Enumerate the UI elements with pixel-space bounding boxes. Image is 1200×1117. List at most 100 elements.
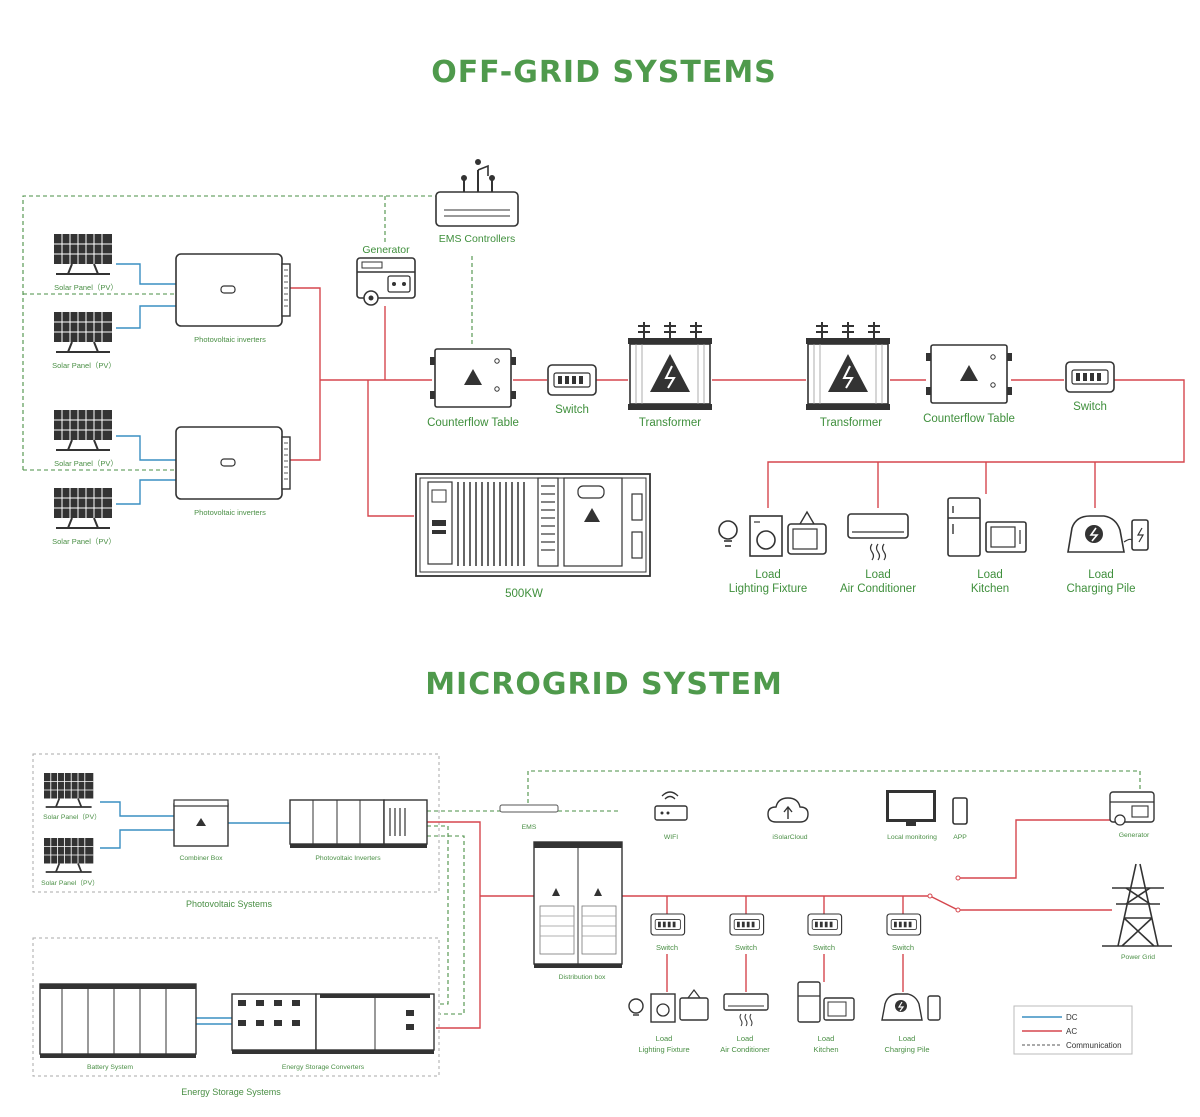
load-line1: Load: [818, 1034, 835, 1043]
micro-combiner-box: Combiner Box: [173, 799, 229, 862]
offgrid-title: OFF-GRID SYSTEMS: [431, 55, 777, 90]
micro-pv-inverters: Photovoltaic Inverters: [289, 799, 428, 862]
offgrid-inverter-1: Photovoltaic inverters: [175, 253, 291, 344]
solar-panel-label: Solar Panel（PV）: [52, 537, 116, 546]
micro-communication-lines: [427, 770, 1141, 1015]
combiner-box-label: Combiner Box: [179, 855, 223, 862]
load-line1: Load: [865, 569, 891, 581]
generator-icon: [356, 257, 416, 306]
wifi-icon: [654, 791, 688, 821]
load-line2: Charging Pile: [884, 1045, 929, 1054]
switch-label: Switch: [656, 943, 678, 952]
micro-distribution-box: Distribution box: [533, 841, 623, 981]
ess-group: [32, 937, 440, 1077]
phone-icon: [952, 797, 968, 825]
generator-label: Generator: [1119, 832, 1150, 839]
offgrid-switch-2: Switch: [1065, 361, 1115, 413]
wifi-label: WIFI: [664, 834, 678, 841]
pv-inverters-label: Photovoltaic Inverters: [315, 855, 381, 862]
ess-label: Energy Storage Systems: [181, 1087, 281, 1097]
offgrid-transformer-2: Transformer: [805, 321, 891, 429]
legend-dc-label: DC: [1066, 1013, 1078, 1022]
inverter-icon: [175, 253, 291, 327]
breaker-node: [927, 893, 933, 899]
app-label: APP: [953, 834, 967, 841]
offgrid-load-air-conditioner: Load Air Conditioner: [840, 513, 916, 595]
switch-icon: [650, 913, 686, 936]
switch-label: Switch: [735, 943, 757, 952]
offgrid-counterflow-table-2: Counterflow Table: [923, 344, 1015, 425]
solar-panel-label: Solar Panel（PV）: [52, 361, 116, 370]
offgrid-switch-1: Switch: [547, 364, 597, 416]
micro-wifi: WIFI: [654, 791, 688, 841]
micro-battery-system: Battery System: [39, 983, 197, 1071]
offgrid-communication-lines: [22, 195, 473, 471]
air-conditioner-icon: [723, 993, 769, 1027]
load-line1: Load: [656, 1034, 673, 1043]
offgrid-dc-lines: [116, 263, 176, 505]
load-line1: Load: [1088, 569, 1114, 581]
charging-pile-icon: [1067, 515, 1149, 553]
monitor-icon: [886, 790, 936, 826]
cloud-label: iSolarCloud: [772, 834, 807, 841]
offgrid-load-charging-pile: Load Charging Pile: [1066, 515, 1149, 595]
offgrid-solar-panel-3: Solar Panel（PV）: [53, 409, 118, 468]
switch-icon: [729, 913, 765, 936]
micro-ems: EMS: [499, 804, 559, 831]
micro-energy-storage-converters: Energy Storage Converters: [231, 993, 435, 1071]
legend-comm-label: Communication: [1066, 1041, 1122, 1050]
inverter-label: Photovoltaic inverters: [194, 335, 266, 344]
battery-system-icon: [39, 983, 197, 1058]
micro-switch-3: Switch: [807, 913, 843, 952]
counterflow-table-label: Counterflow Table: [427, 417, 519, 429]
switch-label: Switch: [1073, 401, 1107, 413]
generator-label: Generator: [362, 244, 410, 256]
micro-load-lighting: Load Lighting Fixture: [628, 989, 709, 1054]
micro-app: APP: [952, 797, 968, 841]
micro-load-kitchen: Load Kitchen: [797, 981, 855, 1054]
offgrid-solar-panel-2: Solar Panel（PV）: [52, 311, 116, 370]
pv-systems-group: [32, 753, 440, 893]
micro-switch-2: Switch: [729, 913, 765, 952]
solar-panel-icon: [43, 772, 95, 808]
solar-panel-icon: [43, 837, 95, 873]
inverter-label: Photovoltaic inverters: [194, 508, 266, 517]
switch-label: Switch: [892, 943, 914, 952]
micro-switch-4: Switch: [886, 913, 922, 952]
power-grid-label: Power Grid: [1121, 954, 1155, 961]
offgrid-ems-controllers: EMS Controllers: [435, 159, 519, 245]
ems-controllers-label: EMS Controllers: [439, 233, 515, 245]
ems-label: EMS: [522, 824, 537, 831]
load-line1: Load: [977, 569, 1003, 581]
solar-panel-label: Solar Panel（PV）: [54, 459, 118, 468]
cloud-icon: [767, 797, 809, 823]
solar-panel-icon: [53, 233, 113, 275]
offgrid-transformer-1: Transformer: [627, 321, 713, 429]
battery-system-label: Battery System: [87, 1064, 133, 1071]
switch-icon: [547, 364, 597, 396]
offgrid-ac-lines: [290, 287, 1185, 517]
micro-local-monitoring: Local monitoring: [886, 790, 937, 841]
legend: DC AC Communication: [1013, 1005, 1133, 1055]
transformer-icon: [627, 321, 713, 411]
micro-dc-lines: [100, 801, 290, 1025]
switch-icon: [1065, 361, 1115, 393]
load-line2: Lighting Fixture: [638, 1045, 689, 1054]
micro-power-grid: Power Grid: [1102, 863, 1172, 961]
offgrid-solar-panel-1: Solar Panel（PV）: [53, 233, 118, 292]
load-line2: Charging Pile: [1066, 583, 1135, 595]
air-conditioner-icon: [847, 513, 909, 561]
counterflow-table-icon: [429, 348, 517, 408]
micro-generator: Generator: [1109, 791, 1155, 839]
ems-controller-icon: [435, 159, 519, 227]
micro-solar-panel-1: Solar Panel（PV）: [43, 772, 101, 821]
lighting-fixture-icon: [628, 989, 709, 1023]
generator-icon: [1109, 791, 1155, 826]
kitchen-icon: [797, 981, 855, 1023]
breaker-node: [955, 907, 961, 913]
offgrid-counterflow-table-1: Counterflow Table: [427, 348, 519, 429]
distribution-box-icon: [533, 841, 623, 968]
micro-cloud: iSolarCloud: [767, 797, 809, 841]
micro-ac-lines: [427, 819, 1112, 1029]
